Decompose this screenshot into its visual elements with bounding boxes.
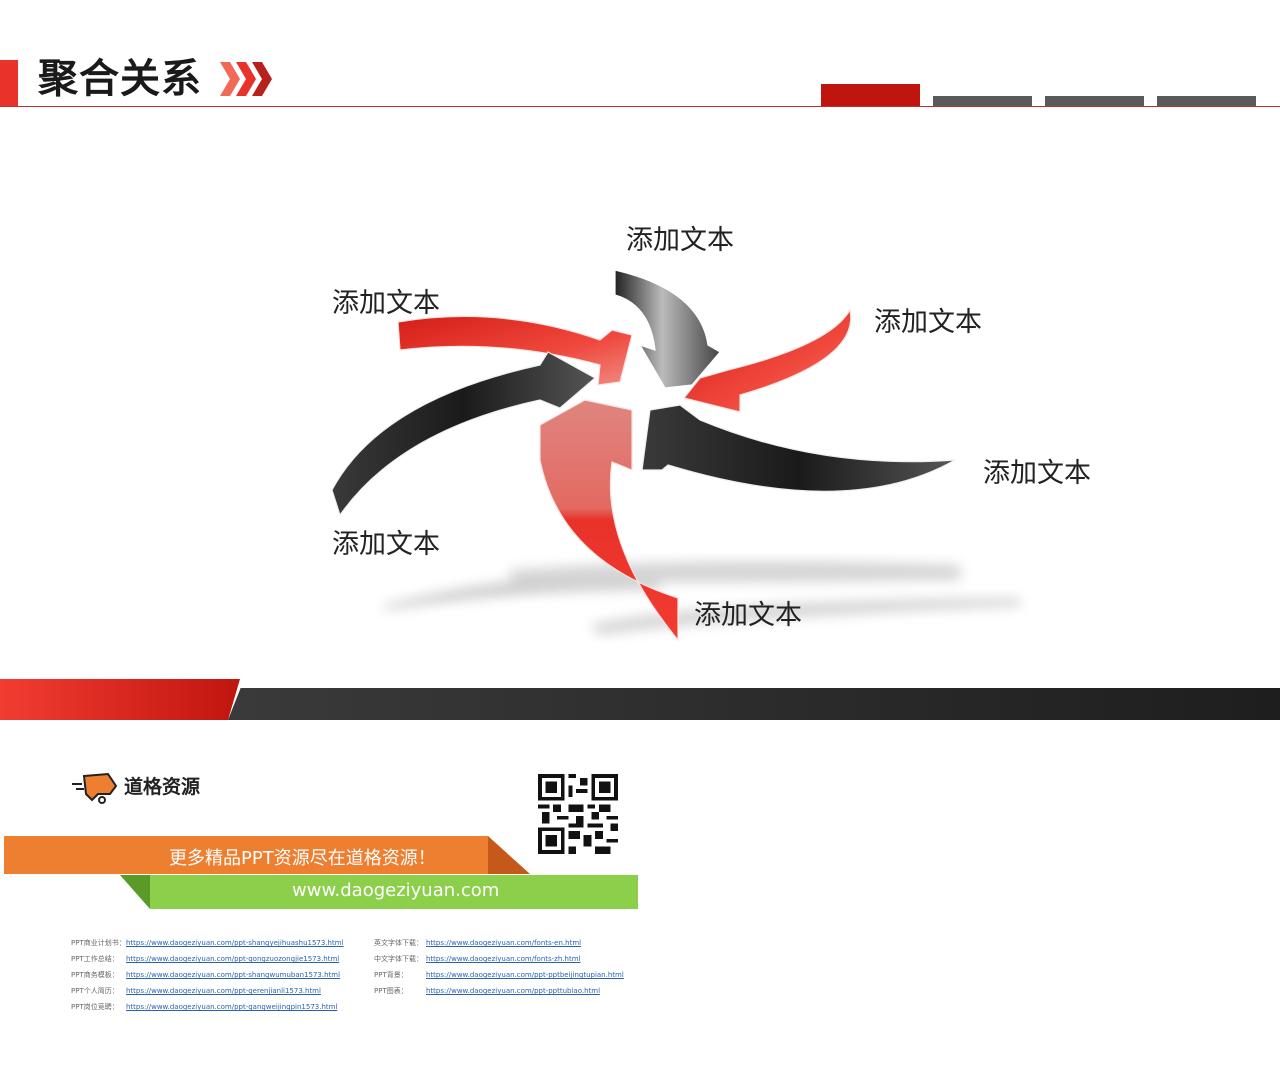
brand-logo-icon xyxy=(72,772,118,804)
title-divider xyxy=(0,106,1280,107)
label-lower-left: 添加文本 xyxy=(332,529,440,560)
label-upper-right: 添加文本 xyxy=(874,307,982,338)
link-row: PPT商务模板：https://www.daogeziyuan.com/ppt-… xyxy=(71,971,341,979)
website-banner[interactable]: www.daogeziyuan.com xyxy=(150,875,638,909)
resource-link[interactable]: https://www.daogeziyuan.com/fonts-en.htm… xyxy=(426,939,582,947)
tab-1[interactable] xyxy=(821,84,920,106)
slogan-banner: 更多精品PPT资源尽在道格资源！ xyxy=(4,836,488,874)
page-title: 聚合关系 xyxy=(38,56,202,102)
link-row: PPT个人简历：https://www.daogeziyuan.com/ppt-… xyxy=(71,987,321,995)
resource-link[interactable]: https://www.daogeziyuan.com/ppt-shangyej… xyxy=(126,939,344,947)
resource-link[interactable]: https://www.daogeziyuan.com/ppt-shangwum… xyxy=(126,971,341,979)
link-row: PPT图表：https://www.daogeziyuan.com/ppt-pp… xyxy=(374,987,601,995)
label-bottom: 添加文本 xyxy=(694,600,802,631)
banner-fold xyxy=(488,836,530,874)
tab-3[interactable] xyxy=(1045,96,1144,106)
brand-name: 道格资源 xyxy=(124,776,201,798)
resource-link[interactable]: https://www.daogeziyuan.com/ppt-ppttubia… xyxy=(426,987,601,995)
qr-code[interactable] xyxy=(538,774,618,854)
label-top: 添加文本 xyxy=(626,225,734,256)
tab-2[interactable] xyxy=(933,96,1032,106)
resource-link[interactable]: https://www.daogeziyuan.com/fonts-zh.htm… xyxy=(426,955,581,963)
converging-arrows-diagram xyxy=(331,269,1020,642)
title-accent-bar xyxy=(0,60,18,106)
slogan-text: 更多精品PPT资源尽在道格资源！ xyxy=(169,848,436,869)
chevron-right-icon xyxy=(220,62,272,96)
label-upper-left: 添加文本 xyxy=(332,288,440,319)
website-link[interactable]: www.daogeziyuan.com xyxy=(292,880,500,901)
link-row: PPT背景：https://www.daogeziyuan.com/ppt-pp… xyxy=(374,971,624,979)
link-row: PPT工作总结：https://www.daogeziyuan.com/ppt-… xyxy=(71,955,340,963)
banner-fold xyxy=(120,875,150,909)
resource-link[interactable]: https://www.daogeziyuan.com/ppt-gerenjia… xyxy=(126,987,321,995)
link-row: PPT岗位竞聘：https://www.daogeziyuan.com/ppt-… xyxy=(71,1003,338,1011)
resource-links-right: 英文字体下载：https://www.daogeziyuan.com/fonts… xyxy=(374,935,624,999)
footer-dark-bar xyxy=(228,688,1280,720)
label-right: 添加文本 xyxy=(983,458,1091,489)
resource-link[interactable]: https://www.daogeziyuan.com/ppt-pptbeiji… xyxy=(426,971,624,979)
footer-red-bar xyxy=(0,679,240,720)
link-row: PPT商业计划书：https://www.daogeziyuan.com/ppt… xyxy=(71,939,344,947)
resource-links-left: PPT商业计划书：https://www.daogeziyuan.com/ppt… xyxy=(71,935,344,1015)
tab-4[interactable] xyxy=(1157,96,1256,106)
resource-link[interactable]: https://www.daogeziyuan.com/ppt-gongzuoz… xyxy=(126,955,340,963)
link-row: 中文字体下载：https://www.daogeziyuan.com/fonts… xyxy=(374,955,581,963)
resource-link[interactable]: https://www.daogeziyuan.com/ppt-gangweij… xyxy=(126,1003,338,1011)
link-row: 英文字体下载：https://www.daogeziyuan.com/fonts… xyxy=(374,939,582,947)
